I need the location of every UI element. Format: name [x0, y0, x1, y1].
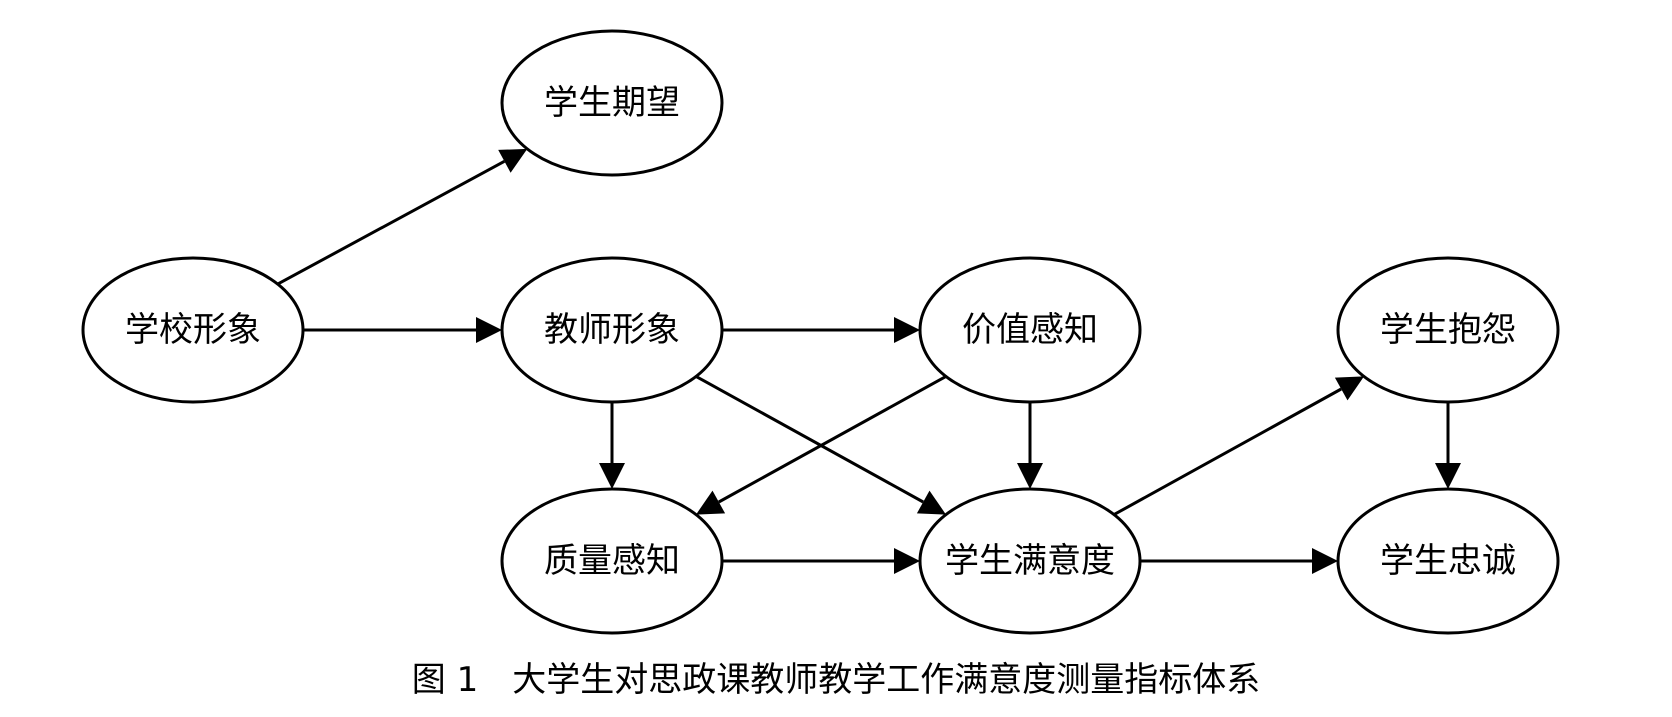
node-student-satisfaction: 学生满意度	[918, 487, 1142, 635]
arrowhead-icon	[916, 490, 946, 515]
node-ellipse	[918, 487, 1142, 635]
edge-teacher-image-to-student-satisfaction	[695, 375, 946, 515]
edge-school-image-to-student-expectation	[276, 148, 528, 286]
edge-school-image-to-teacher-image	[303, 317, 502, 343]
edge-line	[695, 375, 924, 504]
node-value-perception: 价值感知	[918, 256, 1142, 404]
arrowhead-icon	[1334, 376, 1364, 401]
arrowhead-icon	[476, 317, 502, 343]
node-label: 教师形象	[544, 310, 680, 350]
arrowhead-icon	[696, 490, 726, 515]
node-ellipse	[1336, 487, 1560, 635]
edge-line	[718, 375, 947, 504]
edge-value-perception-to-student-satisfaction	[1017, 402, 1043, 489]
arrowhead-icon	[894, 317, 920, 343]
node-ellipse	[500, 29, 724, 177]
edge-teacher-image-to-quality-perception	[599, 402, 625, 489]
edge-line	[1113, 387, 1342, 516]
node-label: 学生忠诚	[1380, 541, 1516, 581]
arrowhead-icon	[1017, 463, 1043, 489]
edge-student-complaint-to-student-loyalty	[1435, 402, 1461, 489]
node-label: 学生抱怨	[1380, 310, 1516, 350]
edge-line	[276, 159, 506, 286]
node-teacher-image: 教师形象	[500, 256, 724, 404]
node-student-complaint: 学生抱怨	[1336, 256, 1560, 404]
arrowhead-icon	[1435, 463, 1461, 489]
node-quality-perception: 质量感知	[500, 487, 724, 635]
node-student-loyalty: 学生忠诚	[1336, 487, 1560, 635]
node-ellipse	[1336, 256, 1560, 404]
node-ellipse	[500, 256, 724, 404]
node-label: 质量感知	[544, 541, 680, 581]
arrowhead-icon	[894, 548, 920, 574]
node-ellipse	[500, 487, 724, 635]
node-school-image: 学校形象	[81, 256, 305, 404]
edge-value-perception-to-quality-perception	[696, 375, 947, 515]
node-label: 学生满意度	[945, 541, 1115, 581]
node-label: 学生期望	[544, 83, 680, 123]
edge-quality-perception-to-student-satisfaction	[722, 548, 920, 574]
arrowhead-icon	[1312, 548, 1338, 574]
edge-student-satisfaction-to-student-complaint	[1113, 376, 1364, 516]
node-label: 学校形象	[125, 310, 261, 350]
node-ellipse	[918, 256, 1142, 404]
edge-teacher-image-to-value-perception	[722, 317, 920, 343]
node-label: 价值感知	[962, 310, 1098, 350]
arrowhead-icon	[498, 148, 528, 173]
node-ellipse	[81, 256, 305, 404]
figure-caption: 图 1 大学生对思政课教师教学工作满意度测量指标体系	[411, 660, 1261, 700]
edge-student-satisfaction-to-student-loyalty	[1140, 548, 1338, 574]
node-student-expectation: 学生期望	[500, 29, 724, 177]
arrowhead-icon	[599, 463, 625, 489]
edges-layer	[276, 148, 1461, 574]
